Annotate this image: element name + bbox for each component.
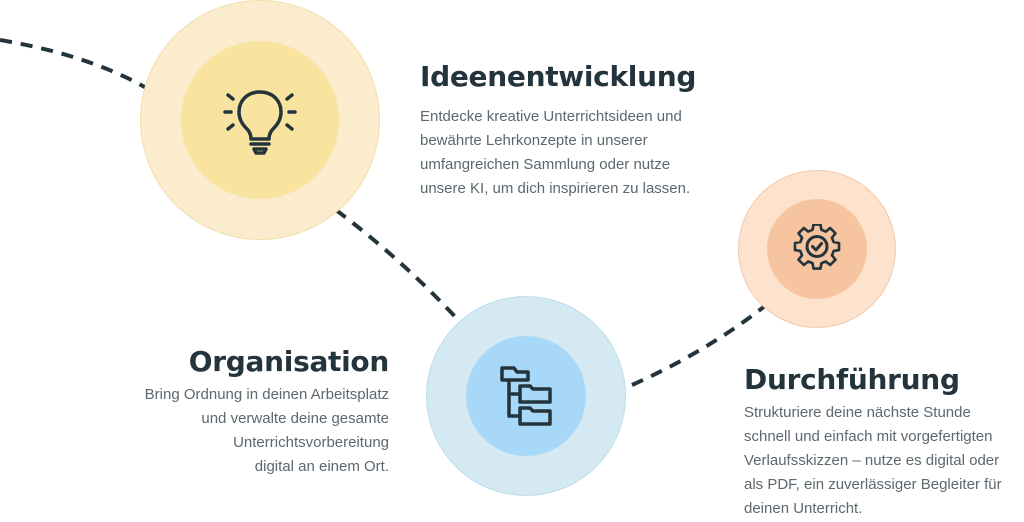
connector-ideenentwicklung-to-organisation [334,208,462,324]
description-line: Strukturiere deine nächste Stunde [744,404,971,421]
ideenentwicklung-title: Ideenentwicklung [420,60,697,93]
description-line: Entdecke kreative Unterrichtsideen und [420,108,682,125]
durchfuehrung-inner-circle [767,199,867,299]
folder-tree-icon [500,366,552,426]
description-line: digital an einem Ort. [254,458,389,475]
organisation-circle [426,296,626,496]
gear-check-icon [793,224,841,270]
organisation-title: Organisation [188,345,390,378]
description-line: und verwalte deine gesamte [201,410,389,427]
description-line: Unterrichtsvorbereitung [233,434,389,451]
durchfuehrung-circle [738,170,896,328]
connector-into-ideenentwicklung [0,38,152,92]
description-line: Verlaufsskizzen – nutze es digital oder [744,452,1000,469]
description-line: als PDF, ein zuverlässiger Begleiter für [744,476,1002,493]
ideenentwicklung-description: Entdecke kreative Unterrichtsideen und b… [420,105,690,201]
description-line: Bring Ordnung in deinen Arbeitsplatz [144,386,389,403]
description-line: unsere KI, um dich inspirieren zu lassen… [420,180,691,197]
organisation-inner-circle [466,336,586,456]
lightbulb-icon [223,90,297,155]
ideenentwicklung-inner-circle [181,41,339,199]
description-line: umfangreichen Sammlung oder nutze [420,156,671,173]
organisation-description: Bring Ordnung in deinen Arbeitsplatz und… [145,383,389,479]
description-line: bewährte Lehrkonzepte in unserer [420,132,648,149]
description-line: schnell und einfach mit vorgefertigten [744,428,993,445]
description-line: deinen Unterricht. [744,500,863,517]
ideenentwicklung-circle [140,0,380,240]
durchfuehrung-description: Strukturiere deine nächste Stunde schnel… [744,401,1002,521]
durchfuehrung-title: Durchführung [744,363,960,396]
